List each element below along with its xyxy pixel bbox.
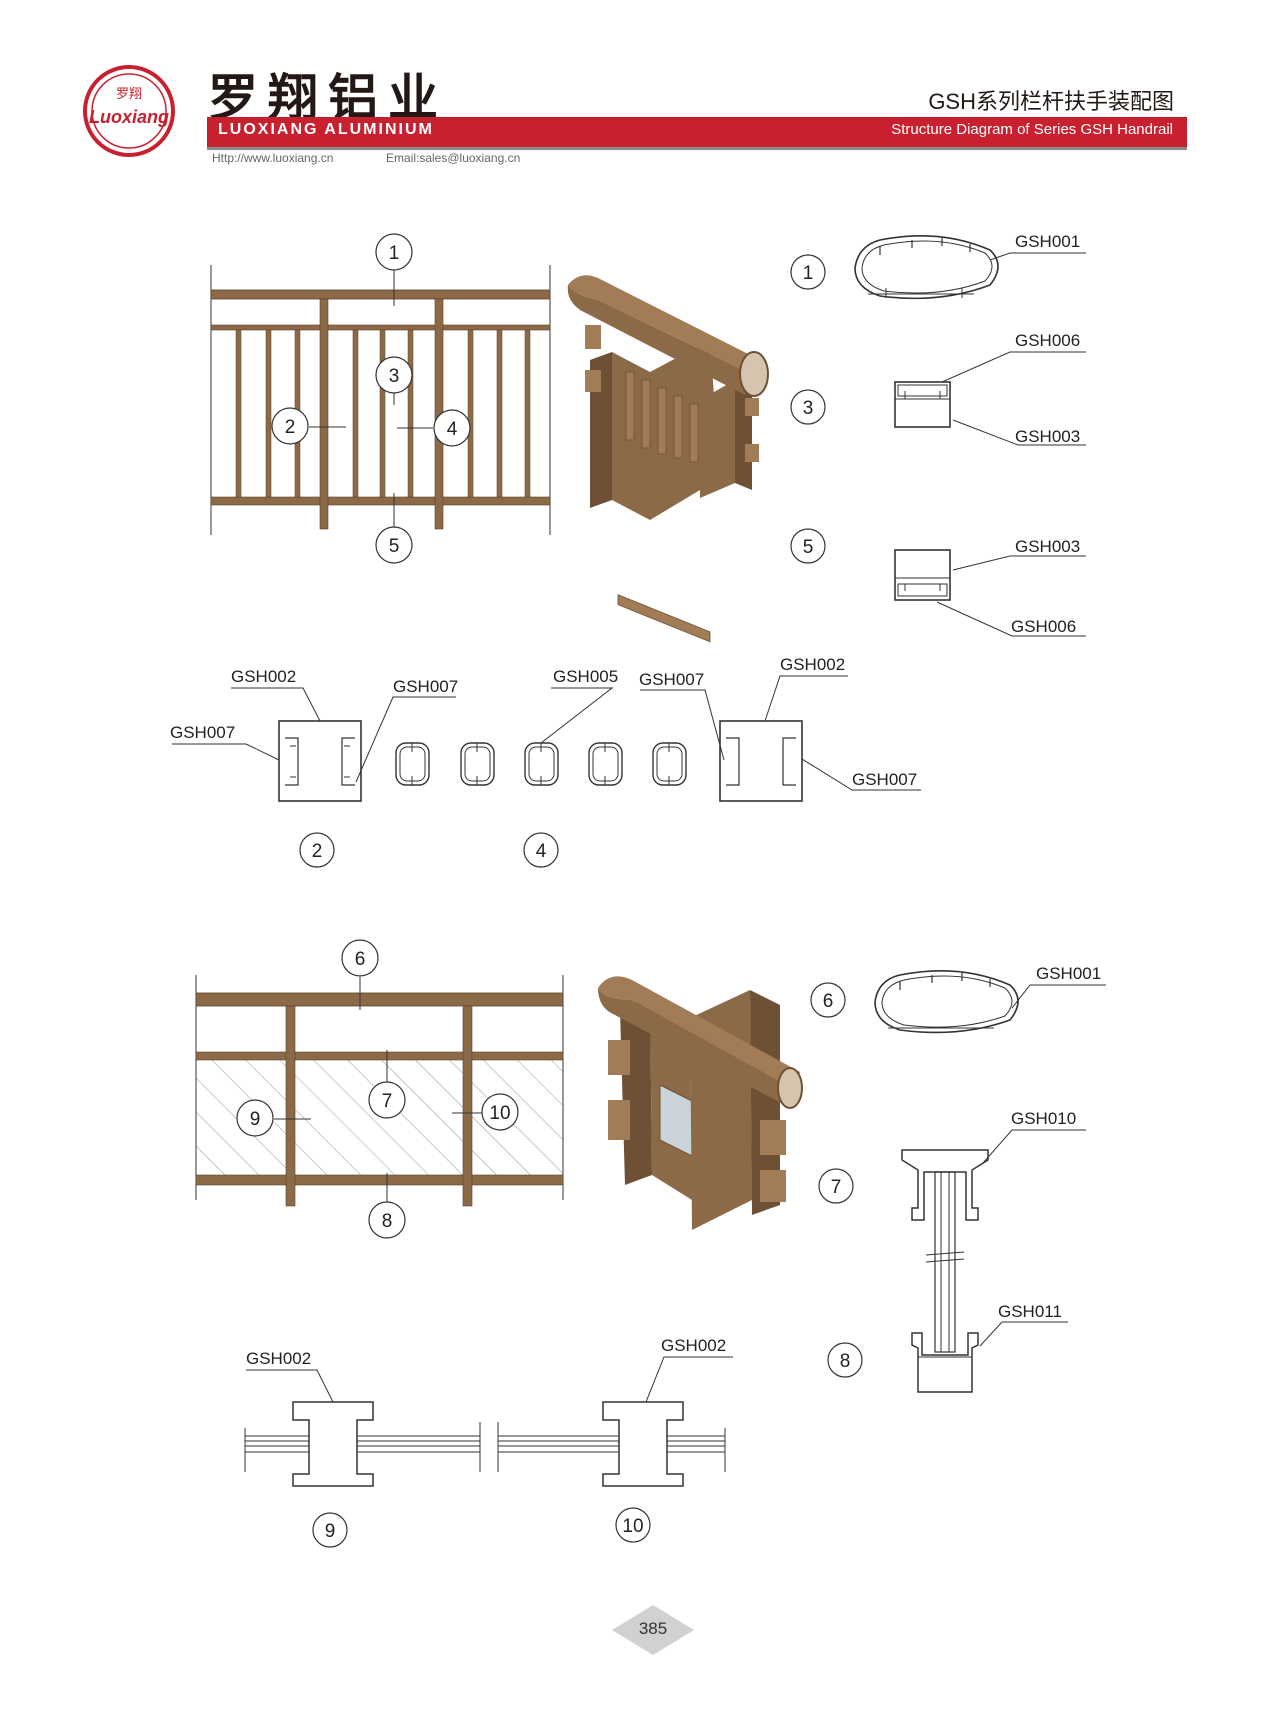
website-link[interactable]: Http://www.luoxiang.cn	[212, 151, 334, 165]
profile-assembly-section-3	[894, 351, 1086, 446]
header-bar-shadow	[207, 147, 1187, 150]
profile-callout-6: 6	[823, 991, 834, 1012]
code-gsh006-mid: GSH006	[1011, 617, 1076, 636]
code-gsh005: GSH005	[553, 667, 618, 686]
section-2-and-4	[172, 675, 921, 802]
callout-9: 9	[250, 1109, 261, 1130]
callout-6: 6	[355, 949, 366, 970]
code-gsh011: GSH011	[998, 1302, 1062, 1321]
code-gsh007-s4-left: GSH007	[639, 670, 704, 689]
callout-8: 8	[382, 1211, 393, 1232]
callout-7: 7	[382, 1091, 393, 1112]
profile-callout-7: 7	[831, 1177, 842, 1198]
callout-3: 3	[389, 366, 400, 387]
page-number-badge	[612, 1605, 694, 1655]
header-red-bar	[207, 117, 1187, 147]
code-gsh003-mid: GSH003	[1015, 537, 1080, 556]
code-gsh002-s9: GSH002	[246, 1349, 311, 1368]
railing-elevation-top	[210, 265, 551, 535]
callout-1: 1	[389, 243, 400, 264]
code-gsh010: GSH010	[1011, 1109, 1076, 1128]
company-name-en: LUOXIANG ALUMINIUM	[218, 121, 434, 138]
code-gsh007-s2-left: GSH007	[170, 723, 235, 742]
profile-glass-assembly-7-8	[901, 1129, 1086, 1393]
code-gsh001-top: GSH001	[1015, 232, 1080, 251]
page-title-en: Structure Diagram of Series GSH Handrail	[891, 121, 1173, 138]
code-gsh007-s2-right: GSH007	[393, 677, 458, 696]
section-callout-9: 9	[325, 1521, 336, 1542]
section-callout-10: 10	[622, 1516, 643, 1537]
email-link[interactable]: Email:sales@luoxiang.cn	[386, 151, 521, 165]
callout-10: 10	[489, 1103, 510, 1124]
profile-gsh001-section-1	[854, 234, 1086, 300]
profile-callout-5: 5	[803, 537, 814, 558]
code-gsh003-top: GSH003	[1015, 427, 1080, 446]
code-gsh001-bottom: GSH001	[1036, 964, 1101, 983]
callout-4: 4	[447, 419, 458, 440]
code-gsh002-s2: GSH002	[231, 667, 296, 686]
profile-callout-1: 1	[803, 263, 814, 284]
profile-assembly-section-5	[894, 549, 1086, 637]
code-gsh002-s10: GSH002	[661, 1336, 726, 1355]
profile-callout-8: 8	[840, 1351, 851, 1372]
section-9-and-10	[244, 1356, 733, 1487]
profile-gsh001-section-6	[874, 969, 1106, 1034]
page-number: 385	[638, 1619, 668, 1638]
section-callout-2: 2	[312, 841, 323, 862]
callout-5: 5	[389, 536, 400, 557]
railing-3d-render-top	[567, 275, 769, 643]
luoxiang-logo-seal: 罗翔 Luoxiang	[83, 65, 175, 157]
railing-3d-render-bottom	[598, 976, 803, 1230]
code-gsh007-s4-right: GSH007	[852, 770, 917, 789]
callout-2: 2	[285, 417, 296, 438]
logo-seal-en: Luoxiang	[89, 107, 169, 127]
code-gsh006-top: GSH006	[1015, 331, 1080, 350]
code-gsh002-s4: GSH002	[780, 655, 845, 674]
profile-callout-3: 3	[803, 398, 814, 419]
section-callout-4: 4	[536, 841, 547, 862]
logo-seal-cn: 罗翔	[116, 86, 142, 101]
page-title-cn: GSH系列栏杆扶手装配图	[928, 89, 1174, 114]
